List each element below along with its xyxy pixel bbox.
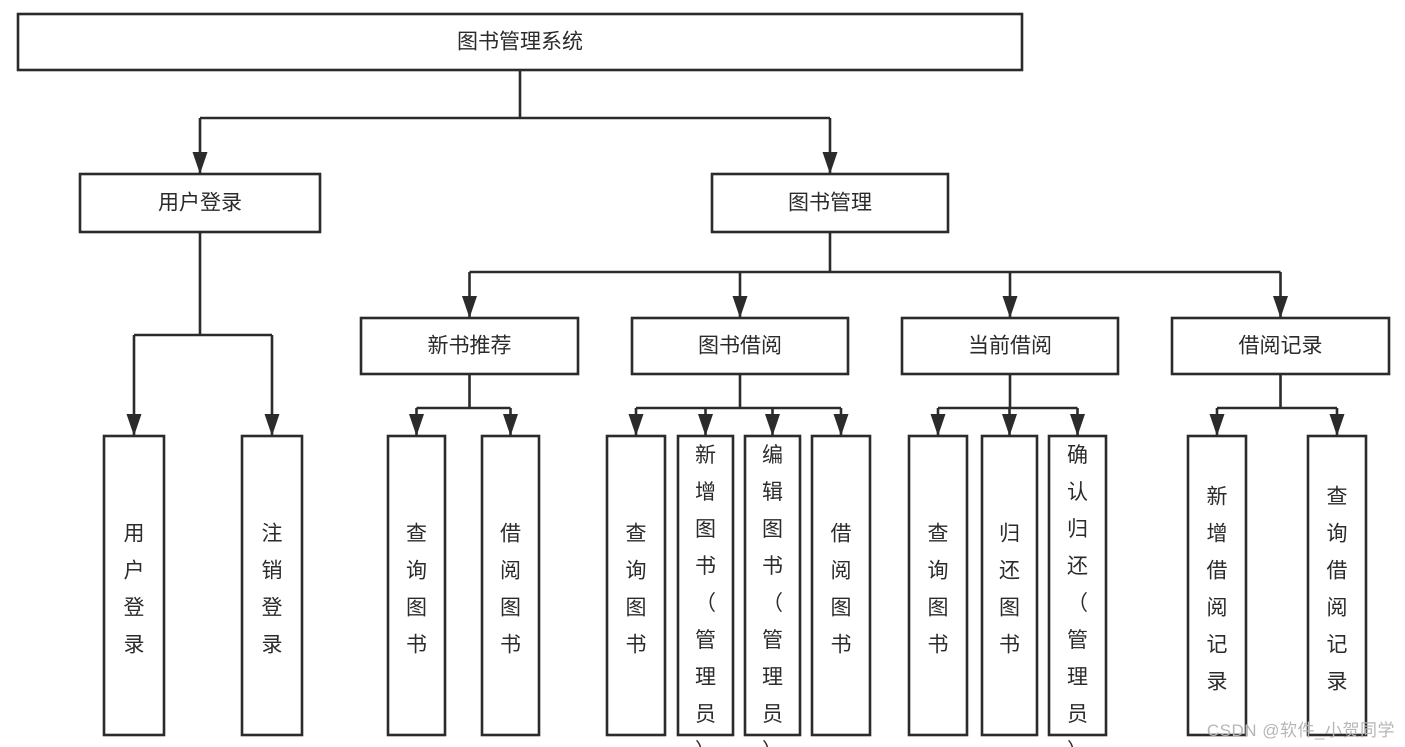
node-label-add-book: 新增图书（管理员） — [695, 444, 716, 747]
arrow-head-icon — [503, 414, 518, 436]
node-borrow-book-1[interactable]: 借阅图书 — [480, 434, 541, 737]
node-book-manage[interactable]: 图书管理 — [710, 172, 950, 234]
node-label-book-borrow: 图书借阅 — [698, 335, 782, 358]
node-box-user-logout[interactable] — [240, 434, 304, 737]
node-book-borrow[interactable]: 图书借阅 — [630, 316, 850, 376]
node-label-return-book: 归还图书 — [999, 522, 1020, 656]
node-label-borrow-book-2: 借阅图书 — [831, 522, 852, 656]
node-box-borrow-record[interactable] — [1170, 316, 1391, 376]
node-label-borrow-record: 借阅记录 — [1239, 335, 1323, 358]
arrow-head-icon — [822, 152, 838, 174]
node-label-user-logout: 注销登录 — [262, 522, 283, 656]
node-user-logout[interactable]: 注销登录 — [240, 434, 304, 737]
node-query-book-2[interactable]: 查询图书 — [605, 434, 667, 737]
arrow-head-icon — [1273, 296, 1288, 318]
node-label-query-borrow-record: 查询借阅记录 — [1327, 485, 1348, 693]
node-user-login[interactable]: 用户登录 — [78, 172, 322, 234]
arrow-head-icon — [126, 414, 142, 436]
node-borrow-book-2[interactable]: 借阅图书 — [810, 434, 872, 737]
node-box-return-book[interactable] — [980, 434, 1039, 737]
node-box-book-manage[interactable] — [710, 172, 950, 234]
watermark-text: CSDN @软件_小贺同学 — [1206, 721, 1395, 740]
node-add-borrow-record[interactable]: 新增借阅记录 — [1186, 434, 1248, 737]
node-label-new-book-recommend: 新书推荐 — [428, 335, 512, 358]
arrow-head-icon — [192, 152, 208, 174]
node-label-query-book-1: 查询图书 — [406, 522, 427, 656]
node-label-borrow-book-1: 借阅图书 — [500, 522, 521, 656]
node-box-borrow-book-1[interactable] — [480, 434, 541, 737]
arrow-head-icon — [1209, 414, 1225, 436]
node-box-query-book-3[interactable] — [907, 434, 969, 737]
arrow-head-icon — [765, 414, 780, 436]
arrow-head-icon — [698, 414, 713, 436]
arrow-head-icon — [264, 414, 280, 436]
node-label-user-login-do: 用户登录 — [124, 522, 145, 656]
node-new-book-recommend[interactable]: 新书推荐 — [359, 316, 580, 376]
node-box-edit-book[interactable] — [743, 434, 802, 737]
node-box-new-book-recommend[interactable] — [359, 316, 580, 376]
node-box-query-borrow-record[interactable] — [1306, 434, 1368, 737]
node-label-query-book-3: 查询图书 — [928, 522, 949, 656]
arrow-head-icon — [628, 414, 644, 436]
node-label-edit-book: 编辑图书（管理员） — [762, 444, 783, 747]
node-label-query-book-2: 查询图书 — [626, 522, 647, 656]
node-label-current-borrow: 当前借阅 — [968, 335, 1052, 358]
node-return-book[interactable]: 归还图书 — [980, 434, 1039, 737]
node-box-book-borrow[interactable] — [630, 316, 850, 376]
node-user-login-do[interactable]: 用户登录 — [102, 434, 166, 737]
arrow-head-icon — [409, 414, 424, 436]
node-box-user-login[interactable] — [78, 172, 322, 234]
node-confirm-return[interactable]: 确认归还（管理员） — [1047, 434, 1108, 747]
node-label-book-manage: 图书管理 — [788, 192, 872, 215]
arrow-head-icon — [1002, 296, 1018, 318]
node-box-add-book[interactable] — [676, 434, 735, 737]
arrow-head-icon — [732, 296, 748, 318]
node-box-query-book-2[interactable] — [605, 434, 667, 737]
node-label-root: 图书管理系统 — [457, 31, 583, 54]
node-query-book-3[interactable]: 查询图书 — [907, 434, 969, 737]
node-query-borrow-record[interactable]: 查询借阅记录 — [1306, 434, 1368, 737]
node-add-book[interactable]: 新增图书（管理员） — [676, 434, 735, 747]
node-root[interactable]: 图书管理系统 — [16, 12, 1024, 72]
node-label-user-login: 用户登录 — [158, 192, 242, 215]
node-query-book-1[interactable]: 查询图书 — [386, 434, 447, 737]
arrow-head-icon — [462, 296, 477, 318]
node-label-confirm-return: 确认归还（管理员） — [1067, 444, 1088, 747]
arrow-head-icon — [1002, 414, 1017, 436]
node-box-add-borrow-record[interactable] — [1186, 434, 1248, 737]
node-box-confirm-return[interactable] — [1047, 434, 1108, 737]
node-box-user-login-do[interactable] — [102, 434, 166, 737]
arrow-head-icon — [930, 414, 946, 436]
connectors-layer — [126, 70, 1345, 436]
arrow-head-icon — [1070, 414, 1085, 436]
node-box-root[interactable] — [16, 12, 1024, 72]
arrow-head-icon — [833, 414, 849, 436]
arrow-head-icon — [1329, 414, 1345, 436]
node-box-query-book-1[interactable] — [386, 434, 447, 737]
nodes-layer: 图书管理系统用户登录用户登录注销登录图书管理新书推荐查询图书借阅图书图书借阅查询… — [16, 12, 1391, 747]
node-box-borrow-book-2[interactable] — [810, 434, 872, 737]
node-current-borrow[interactable]: 当前借阅 — [900, 316, 1120, 376]
node-edit-book[interactable]: 编辑图书（管理员） — [743, 434, 802, 747]
node-box-current-borrow[interactable] — [900, 316, 1120, 376]
node-label-add-borrow-record: 新增借阅记录 — [1207, 485, 1228, 693]
node-borrow-record[interactable]: 借阅记录 — [1170, 316, 1391, 376]
